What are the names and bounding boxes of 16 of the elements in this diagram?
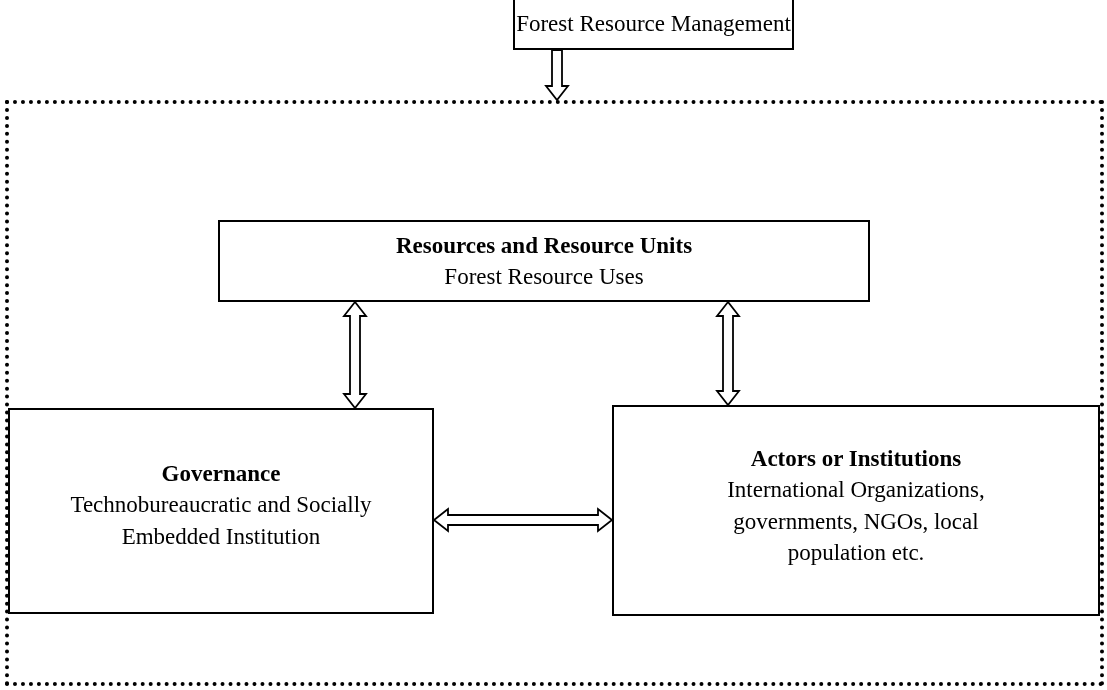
box-description: International Organizations, governments, NGOs, local population etc. [726, 476, 986, 567]
box-description: Forest Resource Uses [444, 263, 644, 291]
box-heading: Resources and Resource Units [395, 231, 693, 260]
component-box [8, 408, 434, 614]
component-box [612, 405, 1100, 616]
box-description: Technobureaucratic and Socially Embedded Institution [70, 491, 372, 551]
double-block-arrow [342, 300, 368, 410]
box-heading: Governance [161, 460, 281, 489]
component-box [218, 220, 870, 302]
box-heading: Actors or Institutions [750, 445, 962, 474]
double-block-arrow [715, 300, 741, 407]
box-title: Forest Resource Management [516, 9, 791, 38]
dotted-frame [5, 100, 1104, 686]
title-box [513, 0, 794, 50]
block-arrow [544, 49, 570, 102]
double-block-arrow [432, 507, 614, 533]
